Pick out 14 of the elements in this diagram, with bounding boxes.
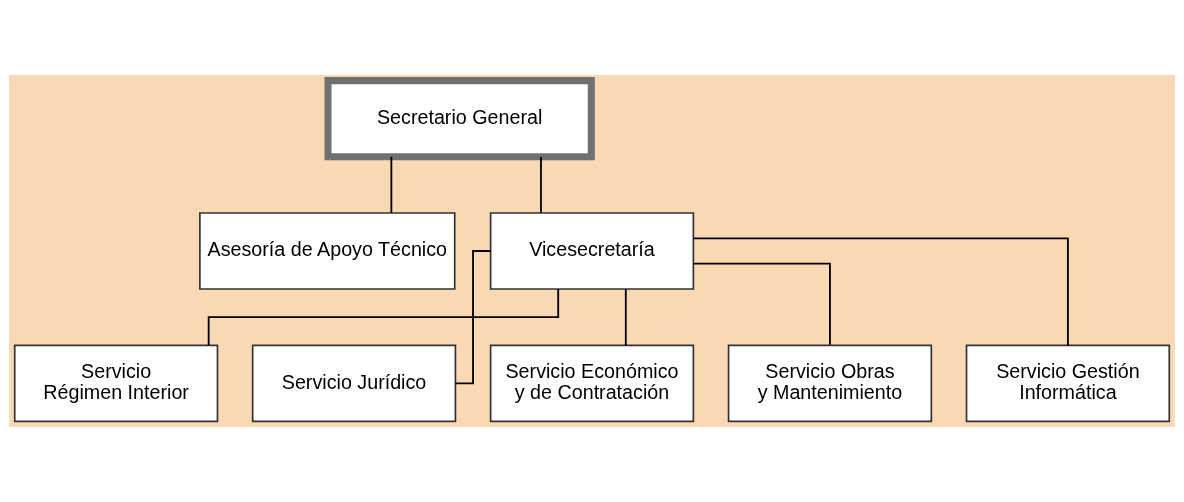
connector (624, 288, 627, 347)
node-box: Vicesecretaría (489, 212, 695, 290)
node-box: Servicio Régimen Interior (13, 344, 219, 423)
connector (207, 288, 560, 347)
node-box: Secretario General (324, 77, 595, 161)
connector (390, 156, 393, 214)
node-box: Servicio Obras y Mantenimiento (727, 344, 933, 423)
node-box: Asesoría de Apoyo Técnico (199, 212, 456, 290)
node-box: Servicio Económico y de Contratación (489, 344, 695, 423)
node-box: Servicio Gestión Informática (965, 344, 1171, 423)
connector (692, 262, 831, 346)
connector (692, 237, 1069, 347)
node-box: Servicio Jurídico (251, 344, 457, 423)
connector (540, 156, 542, 214)
